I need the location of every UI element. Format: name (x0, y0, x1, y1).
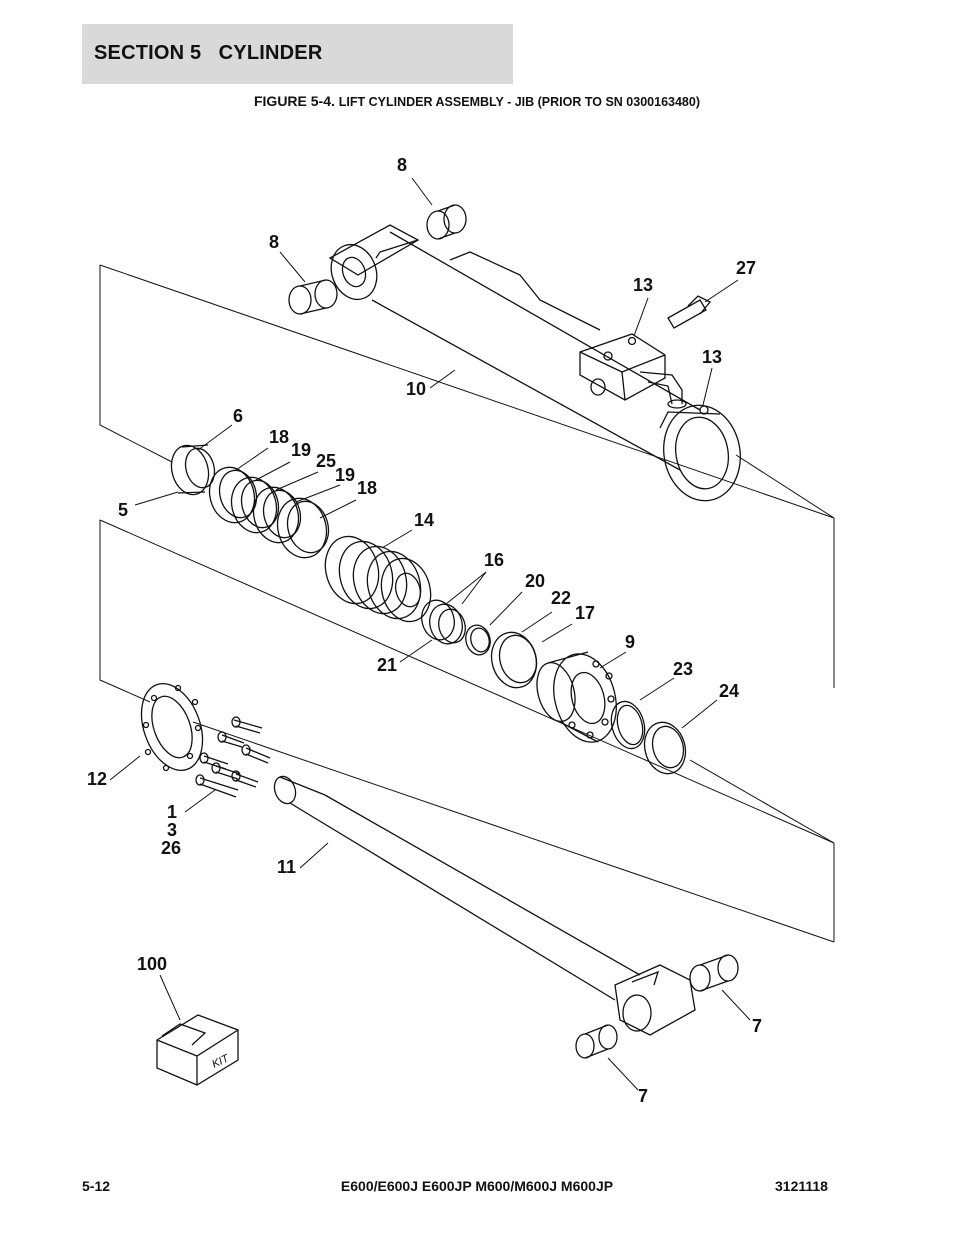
callout-20: 20 (525, 571, 545, 591)
footer-page-number: 5-12 (82, 1178, 111, 1194)
seal-rings (208, 466, 330, 559)
callout-7-lower: 7 (638, 1086, 648, 1106)
fitting (667, 295, 712, 329)
section-header: SECTION 5 CYLINDER (82, 24, 513, 84)
callout-8-upper: 8 (397, 155, 407, 175)
wiper-head (170, 444, 216, 496)
callout-1: 1 (167, 802, 177, 822)
callout-17: 17 (575, 603, 595, 623)
bushing-left (288, 279, 338, 315)
callout-22: 22 (551, 588, 571, 608)
cylinder-barrel (328, 224, 741, 502)
callout-8-left: 8 (269, 232, 279, 252)
callout-7-right: 7 (752, 1016, 762, 1036)
gasket-plate (140, 682, 204, 772)
callout-19-b: 19 (335, 465, 355, 485)
figure-title: FIGURE 5-4. LIFT CYLINDER ASSEMBLY - JIB… (0, 93, 954, 109)
callouts: 8 8 27 13 13 10 6 18 19 25 19 18 5 14 16… (87, 155, 762, 1106)
callout-27: 27 (736, 258, 756, 278)
kit-box: KIT (156, 1014, 239, 1086)
figure-number: FIGURE 5-4. (253, 93, 335, 109)
callout-18-b: 18 (357, 478, 377, 498)
head-rings (610, 700, 687, 775)
callout-9: 9 (625, 632, 635, 652)
callout-5: 5 (118, 500, 128, 520)
footer-doc-number: 3121118 (775, 1178, 828, 1194)
piston-rings (421, 599, 538, 689)
callout-26: 26 (161, 838, 181, 858)
footer-models: E600/E600J E600JP M600/M600J M600JP (340, 1178, 614, 1194)
bushing-lower-left (575, 1024, 618, 1059)
piston-rod (273, 775, 696, 1036)
callout-14: 14 (414, 510, 434, 530)
projection-lines (99, 264, 835, 943)
callout-12: 12 (87, 769, 107, 789)
figure-caption: LIFT CYLINDER ASSEMBLY - JIB (PRIOR TO S… (338, 95, 700, 109)
kit-label: KIT (210, 1052, 232, 1071)
callout-23: 23 (673, 659, 693, 679)
callout-6: 6 (233, 406, 243, 426)
callout-100: 100 (137, 954, 167, 974)
callout-16: 16 (484, 550, 504, 570)
callout-11: 11 (277, 857, 296, 877)
callout-3: 3 (167, 820, 177, 840)
section-title: SECTION 5 CYLINDER (94, 42, 323, 64)
callout-18-a: 18 (269, 427, 289, 447)
callout-10: 10 (406, 379, 426, 399)
piston (324, 535, 432, 623)
leader-lines (109, 177, 751, 1091)
callout-19-a: 19 (291, 440, 311, 460)
bolts (195, 716, 271, 798)
callout-25: 25 (316, 451, 336, 471)
bushing-upper (426, 204, 467, 240)
cylinder-head (536, 651, 617, 743)
bushing-lower-right (689, 954, 739, 992)
callout-13-lower: 13 (702, 347, 722, 367)
callout-21: 21 (377, 655, 397, 675)
callout-24: 24 (719, 681, 739, 701)
callout-13-upper: 13 (633, 275, 653, 295)
